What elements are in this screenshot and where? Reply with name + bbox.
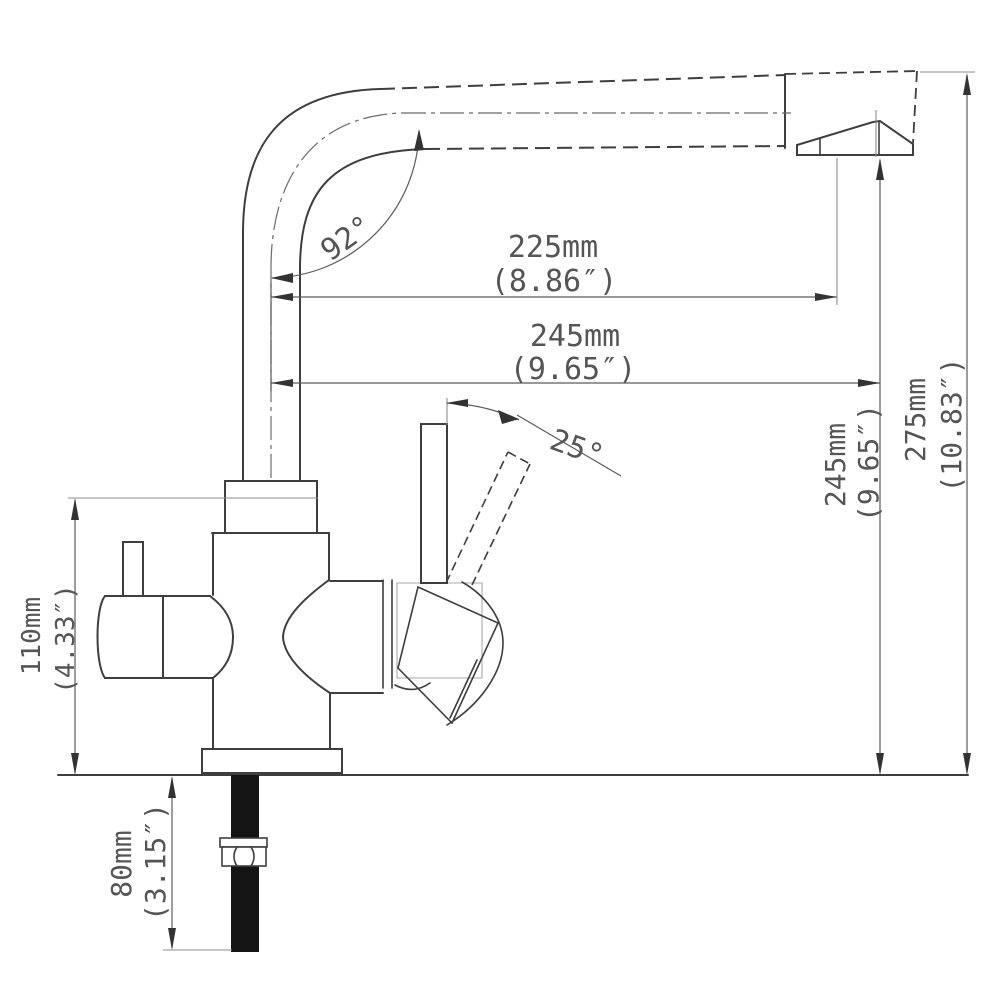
label-shank-length-metric: 80mm: [105, 830, 138, 897]
label-body-height-imperial: (4.33″): [51, 584, 81, 694]
spout-outline: [242, 70, 918, 482]
label-spout-reach-total-metric: 245mm: [530, 319, 620, 354]
shank-outline: [219, 775, 268, 952]
label-height-under-spout-imperial: (9.65″): [852, 404, 885, 522]
left-handle-outline: [96, 541, 235, 679]
right-handle-outline: [394, 423, 531, 726]
label-spout-reach-imperial: (8.86″): [491, 264, 617, 299]
label-shank-length-imperial: (3.15″): [139, 803, 172, 921]
aerator-outline: [796, 119, 914, 156]
label-handle-swing-angle: 25°: [545, 423, 608, 474]
label-spout-bend-angle: 92°: [315, 209, 379, 269]
label-body-height-metric: 110mm: [17, 597, 47, 675]
label-height-total-metric: 275mm: [899, 378, 932, 462]
body-outline: [201, 480, 393, 774]
label-height-total-imperial: (10.83″): [935, 358, 968, 493]
dimension-labels: 225mm (8.86″) 245mm (9.65″) 245mm (9.65″…: [17, 209, 968, 921]
label-spout-reach-metric: 225mm: [508, 230, 598, 265]
dimension-lines: [68, 71, 975, 951]
dimension-arrows: [71, 73, 971, 950]
label-height-under-spout-metric: 245mm: [819, 423, 852, 507]
label-spout-reach-total-imperial: (9.65″): [510, 352, 636, 387]
